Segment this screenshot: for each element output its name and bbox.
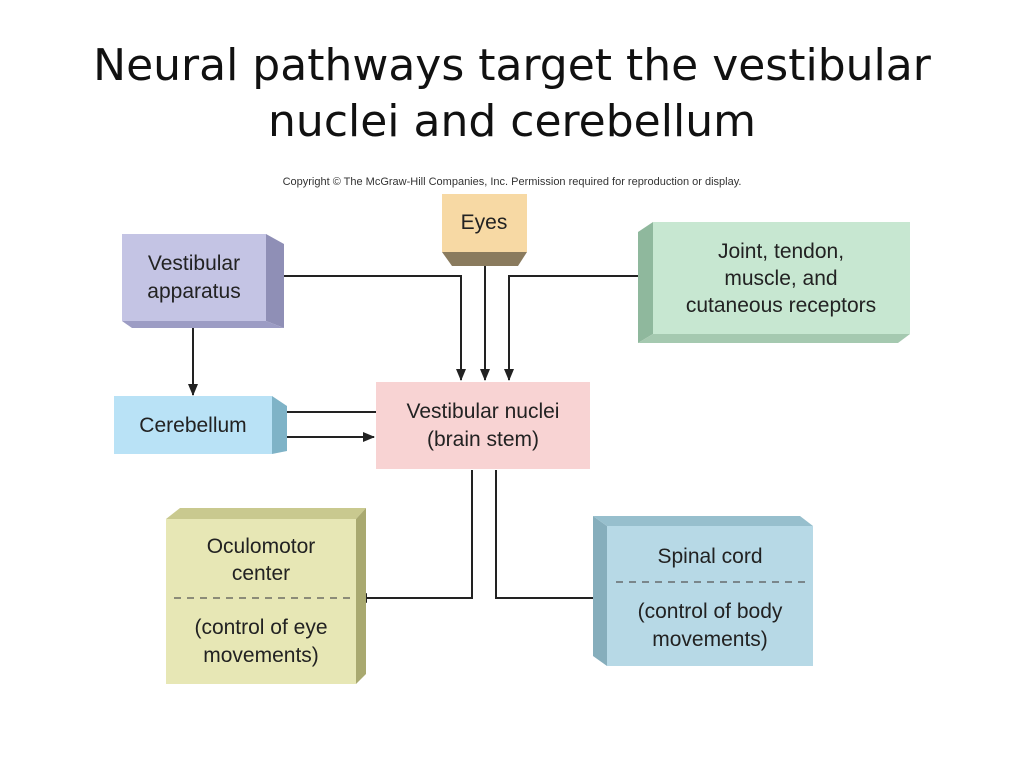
node-spinal-cord-label: Spinal cord [657, 545, 762, 568]
node-spinal-cord-top-shade [593, 516, 813, 526]
node-spinal-cord-side-shade [593, 516, 607, 666]
node-vestibular-nuclei: Vestibular nuclei (brain stem) [376, 382, 590, 469]
node-oculomotor-center-subtitle-line-2: movements) [203, 644, 319, 667]
node-vestibular-apparatus-bottom-shade [122, 321, 284, 328]
node-oculomotor-center-side-shade [356, 508, 366, 684]
node-vestibular-nuclei-label-line-2: (brain stem) [427, 428, 539, 451]
node-eyes: Eyes [442, 194, 527, 266]
node-vestibular-apparatus-label-line-2: apparatus [147, 280, 240, 303]
copyright-notice: Copyright © The McGraw-Hill Companies, I… [282, 176, 742, 188]
node-vestibular-apparatus: Vestibular apparatus [122, 234, 284, 328]
arrow-joint-receptors-to-vestibular-nuclei [504, 275, 638, 381]
node-oculomotor-center-label-line-1: Oculomotor [207, 535, 316, 558]
node-vestibular-nuclei-box [376, 382, 590, 469]
arrow-vestibular-nuclei-to-spinal-cord [495, 470, 609, 603]
node-oculomotor-center-top-shade [166, 508, 366, 519]
node-spinal-cord: Spinal cord (control of body movements) [593, 516, 813, 666]
node-cerebellum-label: Cerebellum [139, 414, 246, 437]
node-joint-receptors-bottom-shade [638, 334, 910, 343]
node-oculomotor-center-box [166, 519, 356, 684]
connections [188, 256, 638, 603]
node-vestibular-apparatus-side-shade [266, 234, 284, 328]
arrow-vestibular-nuclei-to-oculomotor-center [355, 470, 473, 603]
slide-title-line-2: nuclei and cerebellum [268, 96, 756, 147]
node-oculomotor-center: Oculomotor center (control of eye moveme… [166, 508, 366, 684]
node-joint-receptors-side-shade [638, 222, 653, 343]
arrow-vestibular-apparatus-to-vestibular-nuclei [278, 275, 466, 381]
node-eyes-box [442, 194, 527, 252]
node-cerebellum: Cerebellum [114, 396, 287, 454]
node-spinal-cord-subtitle-line-1: (control of body [638, 600, 783, 623]
node-joint-receptors-label-line-3: cutaneous receptors [686, 294, 876, 317]
node-oculomotor-center-label-line-2: center [232, 562, 290, 585]
node-cerebellum-side-shade [272, 396, 287, 454]
node-joint-receptors: Joint, tendon, muscle, and cutaneous rec… [638, 222, 910, 343]
node-joint-receptors-label-line-2: muscle, and [724, 267, 837, 290]
node-eyes-bottom-shade [442, 252, 527, 266]
node-vestibular-apparatus-box [122, 234, 266, 321]
slide-title: Neural pathways target the vestibular nu… [62, 38, 962, 150]
node-eyes-label: Eyes [461, 211, 508, 234]
node-spinal-cord-box [607, 526, 813, 666]
node-cerebellum-box [114, 396, 272, 454]
node-oculomotor-center-subtitle-line-1: (control of eye [194, 616, 327, 639]
slide-title-line-1: Neural pathways target the vestibular [93, 40, 931, 91]
node-joint-receptors-label-line-1: Joint, tendon, [718, 240, 844, 263]
node-spinal-cord-subtitle-line-2: movements) [652, 628, 768, 651]
node-joint-receptors-box [653, 222, 910, 334]
node-vestibular-apparatus-label-line-1: Vestibular [148, 252, 240, 275]
node-vestibular-nuclei-label-line-1: Vestibular nuclei [407, 400, 560, 423]
